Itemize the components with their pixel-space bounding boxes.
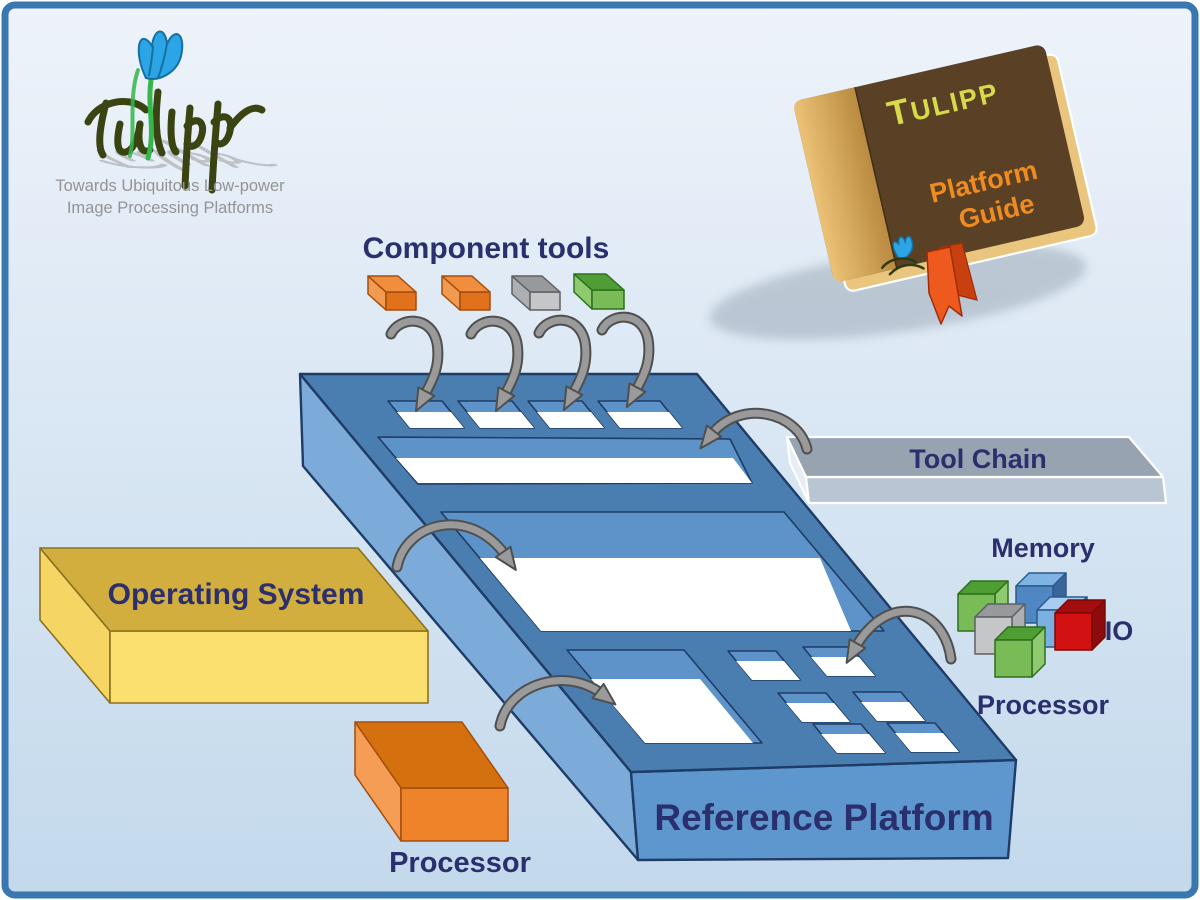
book-ribbon-icon: [926, 246, 963, 325]
processor-slab: Processor: [354, 721, 531, 879]
arrow-processor-icon: [494, 675, 617, 732]
slot-grid-r3c2: [886, 722, 960, 753]
reference-platform-label: Reference Platform: [654, 797, 993, 838]
processor-right-label: Processor: [977, 690, 1110, 720]
arrow-component-1-icon: [385, 315, 444, 412]
platform-guide-book: TULIPP Platform Guide: [709, 45, 1098, 340]
tool-chain-label: Tool Chain: [909, 444, 1046, 474]
slot-component-3: [527, 400, 605, 429]
processor-top-face: [354, 721, 509, 789]
processor-front-face: [400, 787, 509, 842]
tulipp-logo: Towards Ubiquitous Low-power Image Proce…: [55, 30, 285, 217]
slot-grid-r1c1: [727, 650, 801, 681]
slot-operating-system: [440, 511, 885, 632]
tool-chain-slab: Tool Chain: [785, 435, 1168, 505]
operating-system-slab: Operating System: [39, 547, 429, 704]
tulip-stem-2: [128, 68, 140, 158]
slot-tool-chain: [377, 436, 753, 485]
arrow-operating-system-icon: [391, 519, 517, 573]
arrow-tool-chain-icon: [699, 407, 813, 455]
operating-system-label: Operating System: [108, 578, 365, 611]
slot-processor: [566, 649, 763, 744]
component-tool-box-2: [441, 275, 491, 311]
toolchain-top-face: [785, 435, 1165, 479]
toolchain-front-face: [804, 475, 1168, 505]
component-tool-box-3: [511, 275, 561, 311]
arrow-component-2-icon: [465, 315, 524, 412]
tulip-petal-lines: [148, 43, 168, 79]
component-tool-box-4: [573, 273, 625, 310]
arrow-component-4-icon: [596, 311, 655, 408]
flow-arrows: [385, 311, 957, 732]
logo-tagline-line2: Image Processing Platforms: [67, 199, 273, 217]
arrow-component-3-icon: [533, 314, 592, 411]
processor-cube-3: [994, 626, 1046, 678]
component-tools: Component tools: [363, 232, 625, 311]
os-top-face: [39, 547, 429, 632]
slot-grid-r2c2: [852, 691, 926, 722]
memory-label: Memory: [991, 533, 1095, 563]
component-tool-box-1: [367, 275, 417, 311]
reference-platform-slab: Reference Platform: [298, 372, 1018, 862]
os-front-face: [109, 630, 429, 704]
book-spine: [794, 87, 897, 282]
io-label: IO: [1105, 616, 1134, 646]
arrow-hardware-icon: [845, 605, 957, 665]
slot-grid-r3c1: [812, 723, 886, 754]
slot-grid-r2c1: [777, 692, 851, 723]
logo-tagline-line1: Towards Ubiquitous Low-power: [55, 177, 285, 195]
io-cube: [1054, 599, 1106, 651]
book-shadow: [709, 244, 1087, 340]
component-tools-label: Component tools: [363, 232, 610, 265]
book-mini-logo-scribble: [881, 257, 925, 276]
processor-bottom-label: Processor: [389, 847, 531, 879]
tulip-stem: [145, 77, 154, 161]
hardware-cubes: Memory IO: [957, 533, 1134, 720]
book-spine-seam: [854, 87, 898, 269]
